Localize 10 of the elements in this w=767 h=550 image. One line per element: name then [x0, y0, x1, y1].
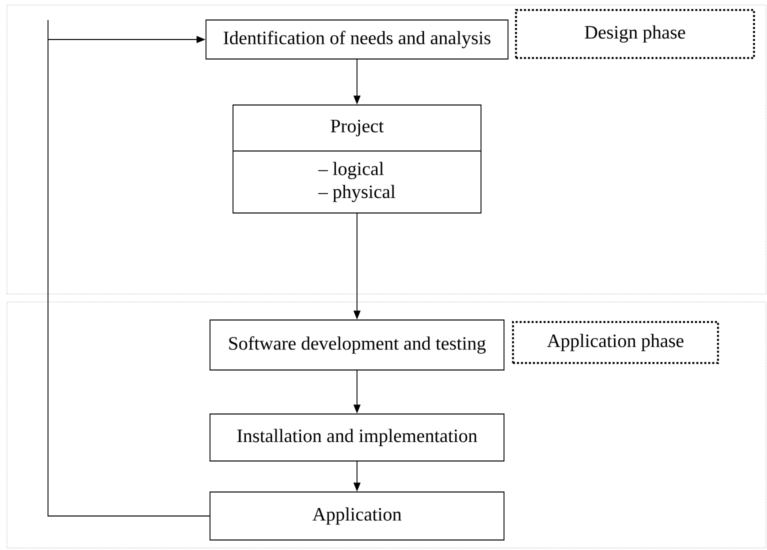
arrow	[48, 20, 210, 516]
phase-region	[6, 4, 766, 294]
process-box: Installation and implementation	[210, 414, 504, 462]
phase-region	[6, 302, 766, 548]
process-box: Project – logical – physical	[232, 104, 482, 214]
process-box: Identification of needs and analysis	[206, 20, 508, 60]
process-box: Application	[210, 492, 504, 540]
phase-label-box: Application phase	[512, 321, 719, 364]
process-box: Software development and testing	[210, 320, 504, 370]
phase-label-box: Design phase	[515, 9, 755, 59]
